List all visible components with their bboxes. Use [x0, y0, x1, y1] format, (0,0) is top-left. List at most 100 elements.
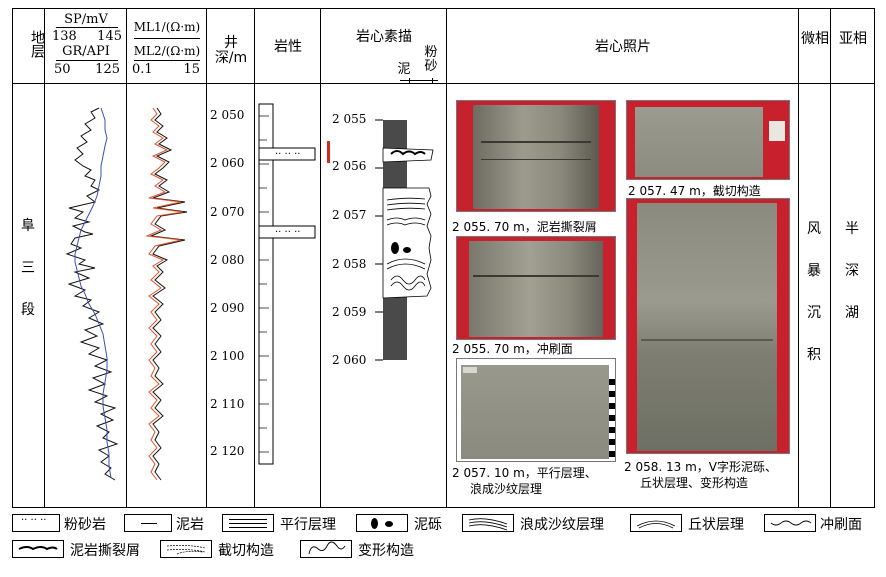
- core-tick-label: 2 059: [332, 305, 367, 319]
- depth-tick-label: 2 120: [210, 444, 245, 458]
- stratum-char: 阜: [21, 218, 35, 234]
- siltstone-symbol: ·· ·· ··: [12, 514, 60, 532]
- ml-max: 15: [183, 62, 200, 77]
- legend-label: 泥岩: [176, 517, 204, 533]
- header-ml2-label: ML2/(Ω·m): [133, 44, 201, 58]
- subfacies-name: 半 深 湖: [844, 218, 860, 344]
- photo-caption: 浪成沙纹层理: [470, 482, 543, 496]
- parallel-lamination: [386, 197, 426, 226]
- header-microfacies: 微相: [801, 31, 829, 47]
- core-photo-parallel[interactable]: [456, 358, 616, 462]
- depth-tick-label: 2 090: [210, 301, 245, 315]
- col-divider: [874, 8, 875, 508]
- siltstone-dots: ·· ·· ··: [275, 227, 300, 238]
- microfacies-char: 风: [807, 221, 821, 237]
- depth-tick-label: 2 100: [210, 349, 245, 363]
- subfacies-char: 湖: [845, 305, 859, 321]
- deformation-lamina: [641, 339, 773, 341]
- subfacies-char: 半: [845, 221, 859, 237]
- rip-up-seam: [481, 141, 591, 143]
- legend-label: 冲刷面: [820, 517, 862, 533]
- lithology-column: ·· ·· ·· ·· ·· ··: [258, 103, 316, 465]
- header-core-photo: 岩心照片: [595, 39, 651, 55]
- photo-caption: 2 057. 47 m，截切构造: [628, 184, 761, 198]
- microfacies-char: 积: [807, 347, 821, 363]
- depth-tick-label: 2 080: [210, 253, 245, 267]
- truncation-symbol: [160, 540, 212, 558]
- core-tick-label: 2 060: [332, 353, 367, 367]
- siltstone-bed: [258, 147, 316, 161]
- col-divider: [320, 8, 321, 508]
- photo-caption: 2 055. 70 m，冲刷面: [452, 342, 573, 356]
- microfacies-char: 暴: [807, 263, 821, 279]
- core-photo-rip-up[interactable]: [456, 100, 616, 212]
- depth-tick-label: 2 060: [210, 156, 245, 170]
- core-photo-deformation[interactable]: [626, 198, 790, 454]
- col-divider: [126, 8, 127, 508]
- core-tick-label: 2 055: [332, 112, 367, 126]
- core-tick-label: 2 057: [332, 208, 367, 222]
- header-stratum: 地层: [29, 30, 45, 58]
- col-divider: [254, 8, 255, 508]
- ml1-scale-line: [134, 38, 200, 39]
- mud-gravel-symbol: [356, 514, 408, 532]
- grain-scale-line: [400, 80, 438, 81]
- photo-caption: 2 057. 10 m，平行层理、: [452, 466, 597, 480]
- header-ml1-label: ML1/(Ω·m): [133, 20, 201, 34]
- ml2-curve: [145, 107, 184, 481]
- core-sample: [473, 105, 599, 209]
- stratum-char: 段: [21, 302, 35, 318]
- col-divider: [798, 8, 799, 508]
- sp-max: 145: [97, 29, 122, 44]
- header-subfacies: 亚相: [839, 31, 867, 47]
- ml-log-curves: [145, 107, 188, 481]
- header-depth: 井深/m: [214, 35, 248, 66]
- legend-label: 粉砂岩: [64, 517, 106, 533]
- core-sample: [461, 365, 609, 459]
- rip-up-bed: [382, 147, 434, 163]
- siltstone-dots: ·· ·· ··: [275, 149, 300, 160]
- grain-tick: [409, 78, 410, 84]
- core-photo-scour[interactable]: [456, 236, 616, 340]
- sample-label: [769, 121, 785, 141]
- legend-label: 截切构造: [218, 543, 274, 559]
- gr-max: 125: [95, 62, 120, 77]
- stratum-name: 阜 三 段: [20, 215, 36, 341]
- header-lithology: 岩性: [274, 39, 302, 55]
- legend-label: 变形构造: [358, 543, 414, 559]
- mudstone-ticks: [259, 115, 269, 453]
- hummocky-symbol: [630, 514, 682, 532]
- legend-label: 丘状层理: [688, 517, 744, 533]
- parallel-bedding-symbol: [222, 514, 274, 532]
- wave-ripple-symbol: [462, 514, 514, 532]
- gr-scale-line: [56, 60, 118, 61]
- core-photo-truncation[interactable]: [626, 100, 790, 180]
- col-divider: [12, 8, 13, 508]
- core-sample: [637, 203, 777, 451]
- col-divider: [446, 8, 447, 508]
- header-sp-label: SP/mV: [64, 12, 108, 27]
- table-top-border: [12, 8, 874, 9]
- sp-curve: [74, 107, 112, 479]
- table-bottom-border: [12, 507, 874, 508]
- stratum-char: 三: [21, 260, 35, 276]
- subfacies-char: 深: [845, 263, 859, 279]
- legend-label: 泥岩撕裂屑: [70, 543, 140, 559]
- sp-gr-log-curves: [65, 107, 119, 481]
- rip-up-symbol: [12, 540, 64, 558]
- sp-scale-line: [56, 27, 118, 28]
- sampled-interval-marker: [327, 141, 330, 163]
- header-divider: [12, 83, 874, 84]
- gr-curve: [65, 107, 119, 481]
- core-tick-label: 2 058: [332, 257, 367, 271]
- legend-label: 浪成沙纹层理: [520, 517, 604, 533]
- core-sketch: [375, 119, 434, 361]
- legend-label: 泥砾: [414, 517, 442, 533]
- ml-min: 0.1: [132, 62, 153, 77]
- ml2-scale-line: [134, 60, 200, 61]
- deformation-symbol: [300, 540, 352, 558]
- photo-caption: 2 058. 13 m，V字形泥砾、: [624, 460, 777, 474]
- col-divider: [206, 8, 207, 508]
- mud-gravel: [391, 242, 411, 254]
- storm-bed: [382, 187, 432, 299]
